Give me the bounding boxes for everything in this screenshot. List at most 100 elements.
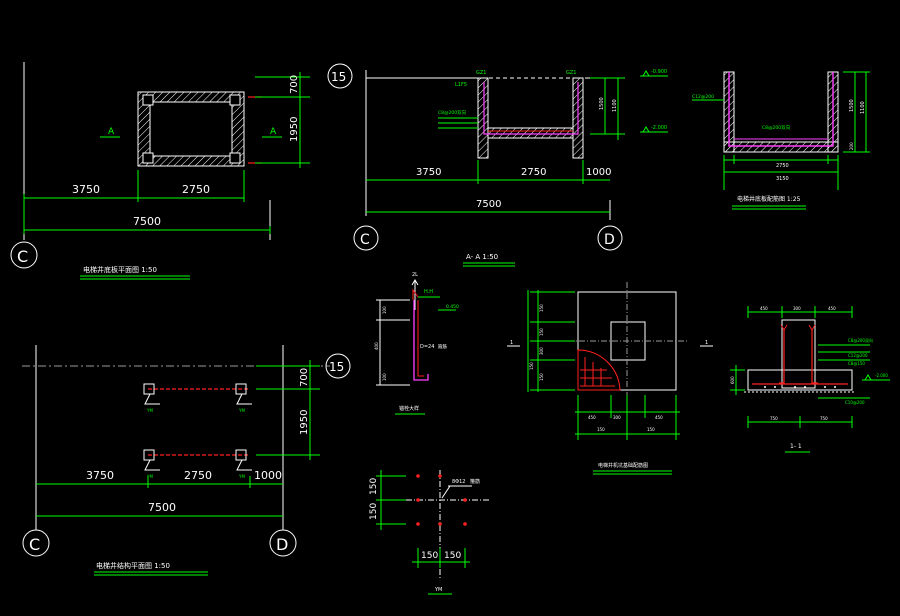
dim-h-1: 3750 [416, 167, 441, 178]
dim-bot-1: 750 [770, 416, 778, 421]
dim-bot-2: 750 [820, 416, 828, 421]
dim-total: 7500 [133, 215, 161, 228]
dim-h-1: 450 [588, 415, 596, 420]
col-tr: YM [235, 383, 252, 413]
dim-v-2: 150 [539, 328, 544, 336]
callout: 8Φ12 [452, 479, 465, 485]
footing-plan: 1 1 150 150 300 150 150 450 300 450 150 … [507, 282, 713, 475]
column-detail: 2L H.H 0.450 D=24 箍筋 100 400 100 锚栓大样 [374, 272, 459, 415]
dim-h-1: 3750 [86, 469, 114, 482]
col-tl: YM [143, 383, 160, 413]
corner-column [142, 94, 154, 106]
level-top: -0.900 [651, 69, 667, 75]
col-br: YM [235, 449, 252, 479]
section-11: 450 300 450 C8@200双向 C12@200 C8@150 C10@… [730, 306, 890, 453]
ym-rebar-dots [416, 474, 467, 526]
rebar-note-2: 箍筋 [438, 343, 447, 350]
dim-3: 100 [382, 373, 387, 381]
note-4: C10@200 [845, 400, 865, 405]
axis-c: C [17, 247, 28, 266]
ym-title: YM [434, 587, 442, 593]
dim-1: 100 [382, 306, 387, 314]
dim-h-2: 150 [444, 551, 461, 561]
dim-v: 600 [730, 376, 735, 384]
axis-d: D [604, 232, 615, 248]
corner-column [229, 94, 241, 106]
label-gz-left: GZ1 [476, 70, 486, 76]
label-left-note-2: C8@200双向 [438, 109, 467, 116]
section-aa: 15 GZ1 GZ1 L1F5 C8@200双向 1500 1100 -0.90… [327, 63, 668, 267]
dim-v-2: 1950 [299, 410, 310, 435]
pit-slab [487, 127, 574, 139]
mark-label: H.H [424, 289, 433, 295]
note-1: C8@200双向 [848, 337, 873, 343]
dim-total: 7500 [476, 199, 501, 210]
note-2: C8@200双向 [762, 124, 791, 131]
dim-h-3: 450 [655, 415, 663, 420]
dim-v-3: 300 [539, 347, 544, 355]
plan-top: A A 700 1950 3750 2750 7500 C 电梯井底板平面图 1… [10, 62, 310, 280]
marker-right: 1 [705, 340, 708, 346]
top-label: 2L [412, 272, 418, 278]
note-2: C12@200 [848, 353, 868, 358]
dim-h-1: 3750 [72, 183, 100, 196]
col-label: YM [238, 408, 245, 413]
marker-left: 1 [510, 340, 513, 346]
axis-c: C [29, 535, 40, 554]
dim-v-2: 1100 [860, 101, 866, 114]
dim-v-2: 1950 [289, 117, 300, 142]
section-mark-left: A [108, 127, 115, 137]
dim-v-1: 150 [369, 478, 379, 495]
corner-column [142, 152, 154, 164]
dim-v: 1500 [849, 99, 855, 112]
pit-detail: C12@200 C8@200双向 1500 1100 200 2750 3150… [692, 71, 870, 210]
dim-top-2: 300 [793, 306, 801, 311]
plan-top-title: 电梯井底板平面图 1:50 [83, 265, 157, 274]
note-3: C8@150 [848, 361, 865, 366]
label-gz-right: GZ1 [566, 70, 576, 76]
dim-h-5: 150 [647, 427, 655, 432]
corner-column [229, 152, 241, 164]
dim-v-5: 150 [529, 362, 534, 370]
plan-bottom-title: 电梯井结构平面图 1:50 [96, 561, 170, 570]
pit-wall-left [477, 77, 489, 159]
col-label: YM [146, 408, 153, 413]
axis-15: 15 [331, 70, 346, 84]
level: 0.450 [446, 304, 459, 310]
dim-h-2: 2750 [184, 469, 212, 482]
dim-v-1: 700 [289, 75, 300, 94]
axis-c: C [360, 232, 370, 248]
col-label: YM [146, 474, 153, 479]
axis-15: 15 [329, 360, 344, 374]
col-bl: YM [143, 449, 160, 479]
dim-v-1: 150 [539, 304, 544, 312]
section-11-title: 1- 1 [790, 443, 802, 450]
label-left-note: L1F5 [455, 82, 467, 88]
dim-total: 7500 [148, 501, 176, 514]
dim-v-1: 700 [299, 368, 310, 387]
dim-v-2: 1100 [612, 99, 618, 112]
dim-top-1: 450 [760, 306, 768, 311]
level-bottom: -2.000 [651, 125, 667, 131]
dim-total: 3150 [776, 176, 789, 182]
dim-h-3: 1000 [254, 469, 282, 482]
dim-v-2: 150 [369, 503, 379, 520]
plan-bottom: 15 YM YM YM YM 700 1950 [22, 345, 351, 576]
level: -2.000 [875, 373, 888, 378]
section-aa-title: A- A 1:50 [466, 253, 498, 261]
rebar-note: D=24 [420, 344, 434, 350]
dim-h-1: 150 [421, 551, 438, 561]
note-1: C12@200 [692, 94, 714, 100]
footing-plan-title: 电梯井机坑基础配筋图 [598, 462, 648, 469]
dim-h-4: 150 [597, 427, 605, 432]
pit-detail-title: 电梯井底板配筋图 1:25 [737, 195, 801, 203]
col-label: YM [238, 474, 245, 479]
dim-h-2: 2750 [182, 183, 210, 196]
column-detail-title: 锚栓大样 [399, 405, 419, 412]
dim-top-3: 450 [828, 306, 836, 311]
dim-2: 400 [374, 342, 379, 350]
callout-2: 箍筋 [470, 478, 480, 485]
section-mark-right: A [270, 127, 277, 137]
dim-h-2: 2750 [521, 167, 546, 178]
